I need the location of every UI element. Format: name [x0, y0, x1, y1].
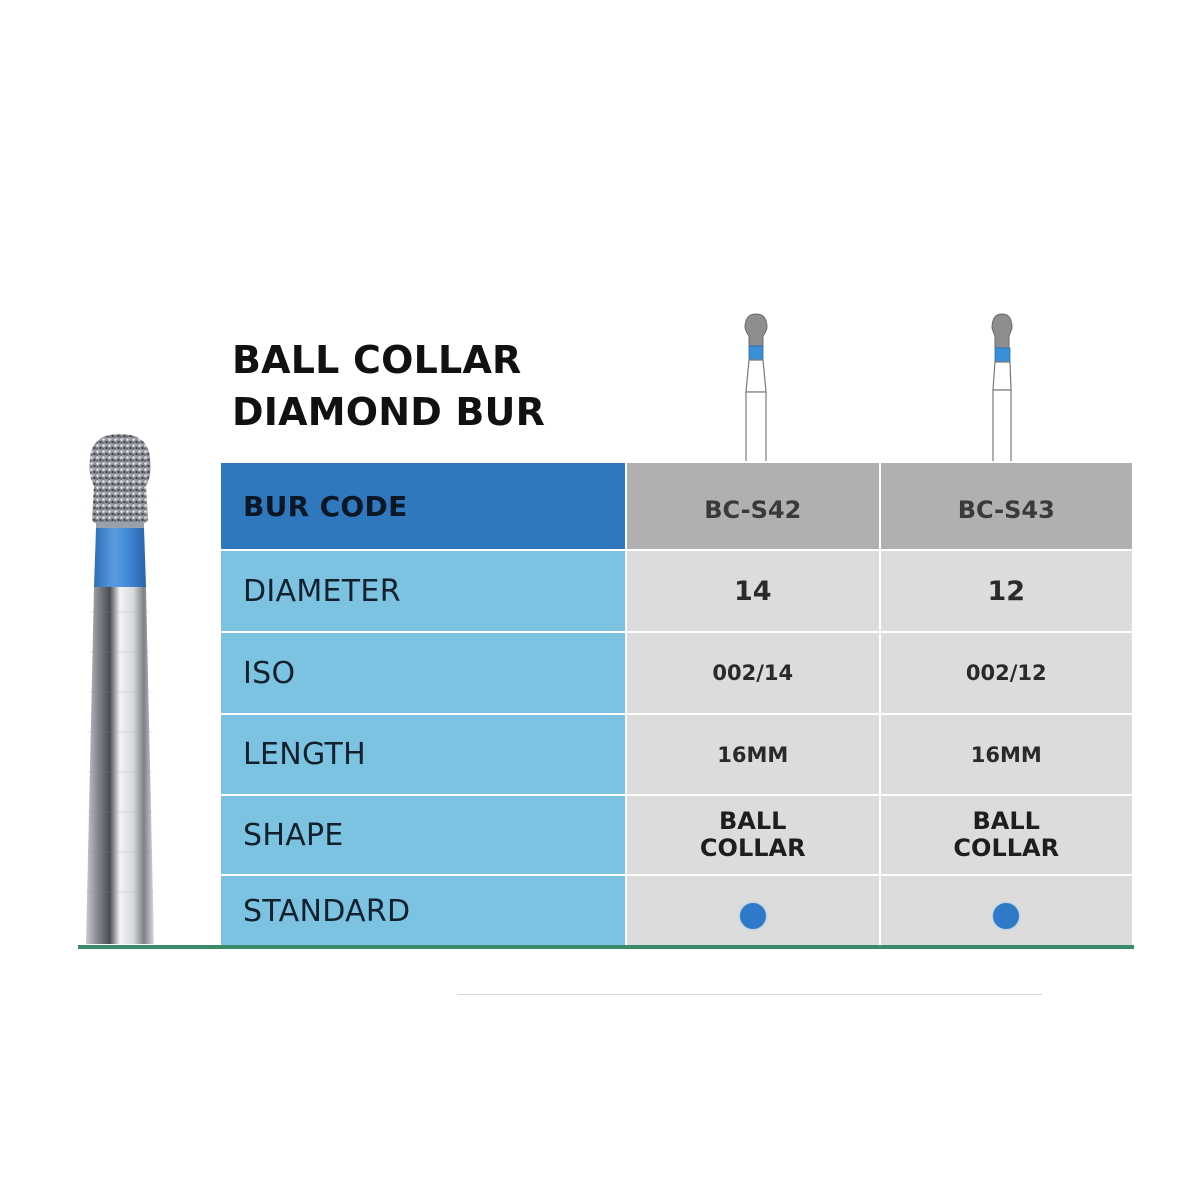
- bur-diagram-bc-s42: [744, 313, 768, 462]
- shape-value-2-line2: COLLAR: [953, 834, 1060, 862]
- shape-value-2-line1: BALL: [972, 807, 1040, 835]
- product-title-line1: BALL COLLAR: [232, 338, 522, 382]
- large-bur-image: [86, 434, 154, 944]
- product-title: BALL COLLAR DIAMOND BUR: [232, 334, 545, 438]
- table-row: ISO 002/14 002/12: [219, 631, 1134, 715]
- standard-dot-icon: [739, 902, 766, 929]
- shape-value-2: BALL COLLAR: [878, 794, 1134, 876]
- standard-dot-icon: [993, 902, 1020, 929]
- shape-value-1: BALL COLLAR: [625, 794, 881, 876]
- table-row: STANDARD: [219, 874, 1134, 949]
- length-label: LENGTH: [219, 713, 627, 796]
- baseline-divider: [78, 945, 1134, 949]
- shape-label: SHAPE: [219, 794, 627, 876]
- faint-divider: [457, 994, 1042, 995]
- diameter-value-2: 12: [878, 549, 1134, 633]
- iso-label: ISO: [219, 631, 627, 715]
- diameter-label: DIAMETER: [219, 549, 627, 633]
- length-value-2: 16MM: [878, 713, 1134, 796]
- standard-value-2: [878, 874, 1134, 949]
- diameter-value-1: 14: [625, 549, 881, 633]
- bur-spec-table: BUR CODE BC-S42 BC-S43 DIAMETER 14 12 IS…: [219, 461, 1134, 949]
- bur-code-bc-s43: BC-S43: [878, 461, 1134, 551]
- bur-diagram-bc-s43: [991, 313, 1013, 462]
- bur-code-bc-s42: BC-S42: [625, 461, 881, 551]
- iso-value-2: 002/12: [878, 631, 1134, 715]
- bur-code-label: BUR CODE: [219, 461, 627, 551]
- standard-value-1: [625, 874, 881, 949]
- table-header-row: BUR CODE BC-S42 BC-S43: [219, 461, 1134, 551]
- standard-label: STANDARD: [219, 874, 627, 949]
- iso-value-1: 002/14: [625, 631, 881, 715]
- product-title-line2: DIAMOND BUR: [232, 390, 546, 434]
- length-value-1: 16MM: [625, 713, 881, 796]
- shape-value-1-line2: COLLAR: [699, 834, 806, 862]
- shape-value-1-line1: BALL: [719, 807, 787, 835]
- table-row: LENGTH 16MM 16MM: [219, 713, 1134, 796]
- table-row: SHAPE BALL COLLAR BALL COLLAR: [219, 794, 1134, 876]
- table-row: DIAMETER 14 12: [219, 549, 1134, 633]
